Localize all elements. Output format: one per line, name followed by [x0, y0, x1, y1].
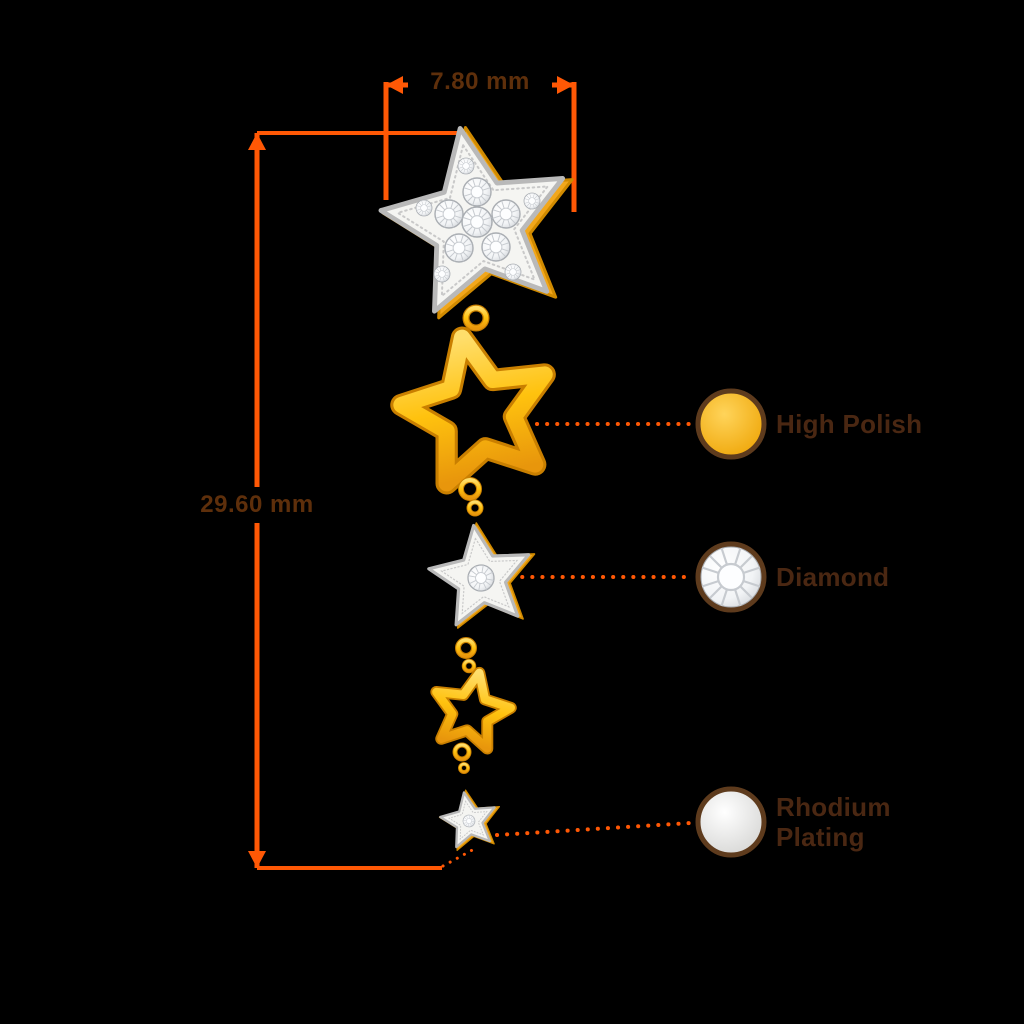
diamond-gem	[434, 199, 464, 229]
medium-pave-star	[423, 516, 543, 631]
legend-label-high-polish: High Polish	[776, 409, 923, 439]
legend-swatches	[695, 388, 767, 858]
diamond-gem	[481, 232, 511, 262]
arrow-left-icon	[386, 76, 403, 94]
gold-outline-star-large	[390, 322, 562, 489]
tiny-pave-star	[436, 785, 506, 853]
arrow-up-icon	[248, 133, 266, 150]
connector-ring	[452, 742, 472, 774]
top-pave-star	[369, 111, 591, 324]
rhodium-swatch	[695, 786, 767, 858]
leader-line-rhodium	[495, 821, 692, 837]
diamond-gem	[462, 177, 492, 207]
diamond-gem	[523, 192, 541, 210]
connector-ring	[458, 477, 484, 517]
earring-illustration	[369, 111, 591, 853]
high-polish-swatch	[695, 388, 767, 460]
width-dimension-label: 7.80 mm	[408, 64, 552, 100]
height-dotted-connector	[441, 846, 478, 868]
diamond-gem	[461, 206, 493, 238]
diamond-gem	[433, 265, 451, 283]
diamond-gem	[504, 263, 522, 281]
diamond-gem	[491, 199, 521, 229]
arrow-down-icon	[248, 851, 266, 868]
height-dimension-label: 29.60 mm	[190, 487, 324, 523]
legend-label-diamond: Diamond	[776, 562, 890, 592]
diamond-gem	[415, 199, 433, 217]
legend-label-rhodium-plating: Rhodium Plating	[776, 792, 891, 852]
connector-ring	[455, 637, 477, 674]
diamond-gem	[444, 233, 474, 263]
connector-ring	[462, 304, 490, 332]
gold-outline-star-small	[427, 665, 516, 752]
diamond-gem	[457, 157, 475, 175]
diamond-swatch	[695, 541, 767, 613]
arrow-right-icon	[557, 76, 574, 94]
